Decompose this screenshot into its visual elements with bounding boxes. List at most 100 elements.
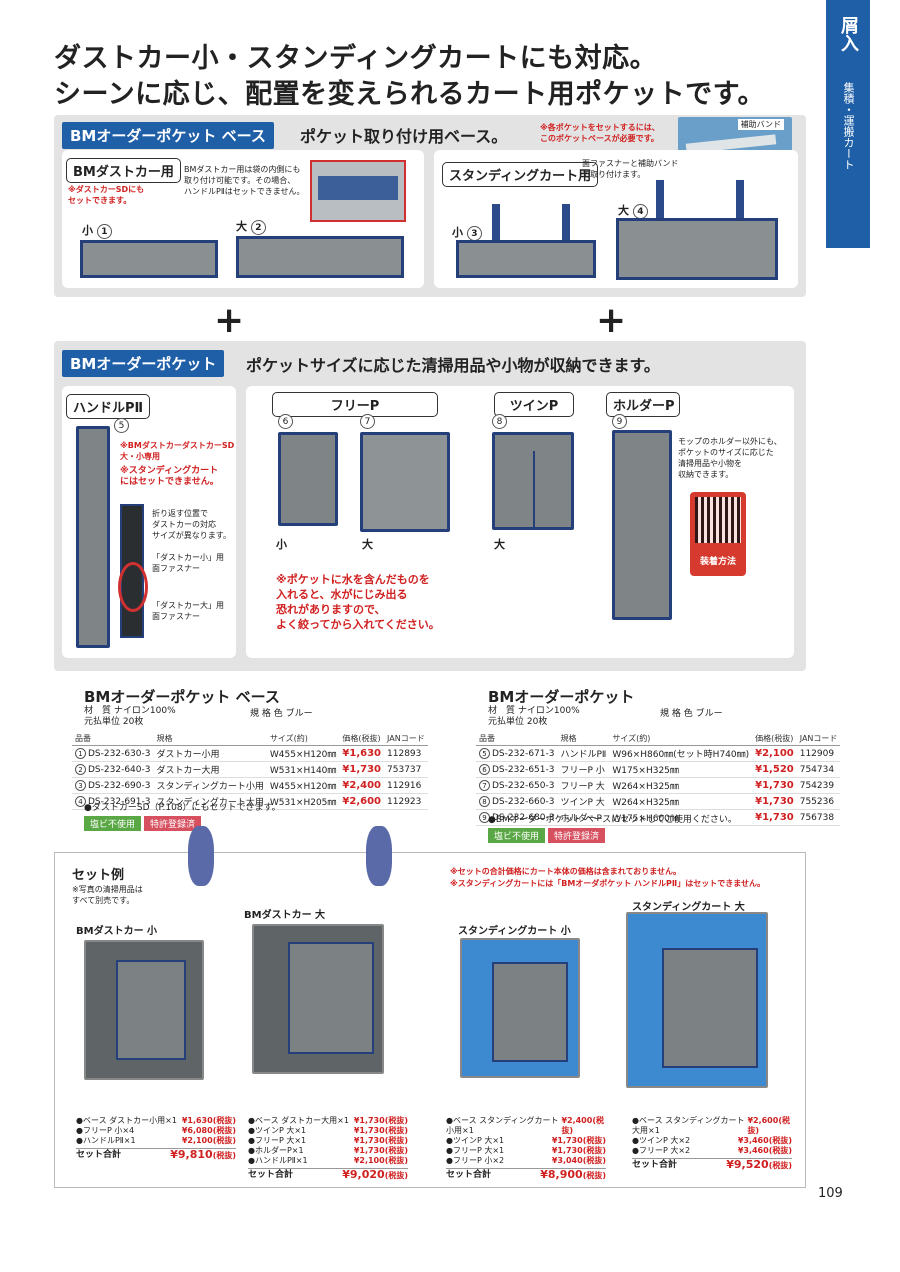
product-jan: 755236 [796, 793, 841, 810]
product-spec: ハンドルPⅡ [557, 745, 610, 762]
base-section-tag: BMオーダーポケット ベース [62, 122, 274, 149]
free-small-label: 小 [276, 538, 287, 551]
handle-folded [118, 504, 148, 638]
set-examples-title: セット例 [72, 868, 125, 883]
band-photo-label: 補助バンド [737, 119, 784, 130]
feature-badge: 特許登録済 [144, 816, 202, 831]
set-total-label: セット合計 [248, 1170, 294, 1180]
product-spec: フリーP 大 [557, 777, 610, 794]
set-item-name: ●ハンドルPⅡ×1 [76, 1136, 136, 1145]
set-item: ●フリーP 大×2 ¥3,460(税抜) [632, 1146, 792, 1156]
duster-icon [366, 826, 392, 886]
set-item: ●ハンドルPⅡ×1 ¥2,100(税抜) [248, 1156, 408, 1166]
number-badge: 4 [632, 203, 648, 219]
number-badge: 2 [250, 219, 266, 235]
product-price: ¥1,730 [752, 793, 797, 810]
set-item-price: ¥3,460(税抜) [737, 1146, 792, 1155]
handle-note2: ※スタンディングカート にはセットできません。 [120, 466, 219, 487]
set-list-3: ●ベース スタンディングカート小用×1¥2,400(税抜)●ツインP 大×1¥1… [446, 1116, 606, 1181]
product-jan: 754734 [796, 761, 841, 778]
feature-badge: 特許登録済 [548, 828, 606, 843]
cart-photo-dust-large [252, 924, 384, 1074]
set-item-price: ¥2,100(税抜) [353, 1156, 408, 1165]
table-header: 品番 [72, 732, 154, 746]
set-note1: ※セットの合計価格にカート本体の価格は含まれておりません。 [450, 867, 682, 876]
set-item-name: ●ベース ダストカー大用×1 [248, 1116, 349, 1125]
product-code: DS-232-650-3 [492, 781, 555, 791]
handle-note3: 折り返す位置で ダストカーの対応 サイズが異なります。 [152, 509, 231, 540]
feature-badge: 塩ビ不使用 [488, 828, 546, 843]
side-nav-active[interactable]: 屑入 集積・運搬カート [826, 0, 870, 248]
product-code: DS-232-630-3 [88, 749, 151, 759]
number-badge: 9 [612, 414, 627, 429]
product-code: DS-232-640-3 [88, 765, 151, 775]
product-size: W96×H860㎜(セット時H740㎜) [609, 745, 753, 762]
table-header: サイズ(約) [609, 732, 753, 746]
spec-pocket-title: BMオーダーポケット [488, 688, 635, 706]
set-item: ●フリーP 小×2¥3,040(税抜) [446, 1156, 606, 1166]
qr-code-label: 装着方法 [699, 557, 736, 567]
set-item: ●フリーP 小×4¥6,080(税抜) [76, 1126, 236, 1136]
handle-fs-small: 「ダストカー小」用 面ファスナー [152, 553, 224, 573]
product-jan: 756738 [796, 809, 841, 826]
product-jan: 112923 [384, 793, 428, 810]
set-name-2: BMダストカー 大 [244, 910, 326, 921]
product-size: W175×H325㎜ [609, 761, 753, 778]
duster-icon [188, 826, 214, 886]
product-code: DS-232-651-3 [492, 765, 555, 775]
set-item-name: ●ベース ダストカー小用×1 [76, 1116, 177, 1125]
number-badge: 4 [75, 796, 86, 807]
base-section-note: ※各ポケットをセットするには、 このポケットベースが必要です。 [540, 123, 660, 143]
plus-icon: + [596, 300, 627, 341]
plus-icon: + [214, 300, 245, 341]
table-header: JANコード [796, 732, 841, 746]
set-name-1: BMダストカー 小 [76, 926, 158, 937]
set-item-price: ¥3,040(税抜) [551, 1156, 606, 1165]
product-price: ¥1,630 [339, 745, 385, 762]
set-total: セット合計¥8,900(税抜) [446, 1168, 606, 1181]
product-price: ¥2,400 [339, 777, 385, 794]
standing-base-label: スタンディングカート用 [442, 162, 599, 187]
standing-base-desc: 面ファスナーと補助バンド で取り付けます。 [582, 159, 679, 179]
set-item-price: ¥3,460(税抜) [737, 1136, 792, 1145]
spec-pocket-meta: 材 質 ナイロン100% 元払単位 20枚 [488, 706, 580, 727]
cart-photo-standing-small [460, 938, 580, 1078]
spec-pocket-color: 規 格 色 ブルー [660, 709, 723, 719]
set-item-name: ●ハンドルPⅡ×1 [248, 1156, 308, 1165]
set-list-1: ●ベース ダストカー小用×1¥1,630(税抜)●フリーP 小×4¥6,080(… [76, 1116, 236, 1161]
table-header: 品番 [476, 732, 558, 746]
product-code: DS-232-680-3 [492, 813, 555, 823]
headline-line1: ダストカー小・スタンディングカートにも対応。 [54, 43, 658, 74]
set-item: ●ベース ダストカー大用×1¥1,730(税抜) [248, 1116, 408, 1126]
standing-small-base [456, 240, 596, 278]
set-item-price: ¥1,730(税抜) [353, 1136, 408, 1145]
set-item-name: ●フリーP 大×2 [632, 1146, 691, 1155]
table-header: 規格 [557, 732, 610, 746]
set-item-price: ¥2,600(税抜) [747, 1116, 790, 1135]
product-price: ¥1,730 [752, 777, 797, 794]
number-badge: 6 [278, 414, 293, 429]
product-price: ¥2,100 [752, 745, 797, 762]
set-item-name: ●ツインP 大×2 [632, 1136, 691, 1145]
qr-code-button[interactable]: 装着方法 [690, 492, 746, 576]
set-item: ●ツインP 大×1¥1,730(税抜) [248, 1126, 408, 1136]
feature-badge: 塩ビ不使用 [84, 816, 142, 831]
product-jan: 112909 [796, 745, 841, 762]
free-large-pocket [360, 432, 450, 532]
set-total-price: ¥8,900(税抜) [540, 1168, 606, 1181]
number-badge: 7 [479, 780, 490, 791]
set-item-price: ¥1,730(税抜) [353, 1146, 408, 1155]
standing-small-label: 小 3 [452, 224, 482, 241]
product-jan: 754239 [796, 777, 841, 794]
spec-pocket-note: ●BMオーダーポケット ベースにセットしてご使用ください。 [488, 815, 737, 825]
set-item-price: ¥6,080(税抜) [181, 1126, 236, 1135]
set-item-price: ¥1,730(税抜) [551, 1136, 606, 1145]
base-section-desc: ポケット取り付け用ベース。 [300, 127, 508, 146]
set-total: セット合計¥9,810(税抜) [76, 1148, 236, 1161]
product-jan: 753737 [384, 761, 428, 778]
set-item: ●ホルダーP×1¥1,730(税抜) [248, 1146, 408, 1156]
